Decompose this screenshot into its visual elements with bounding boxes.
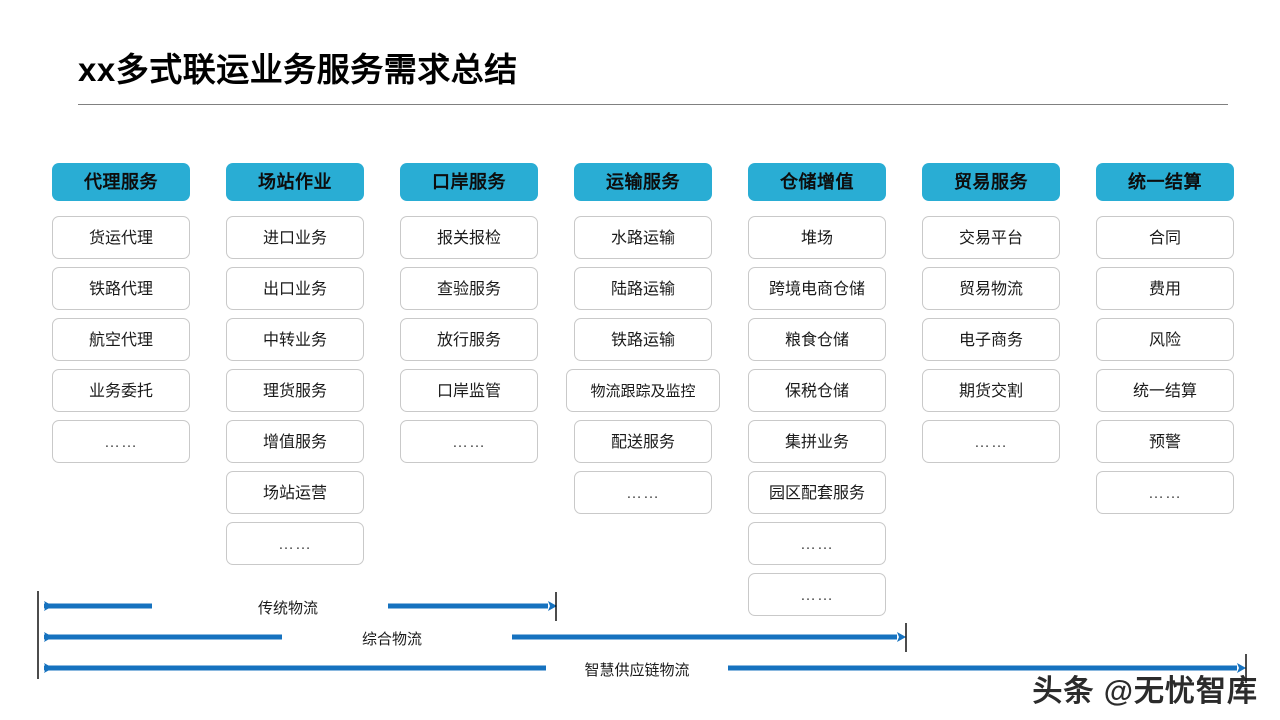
- column-item[interactable]: 航空代理: [52, 318, 190, 361]
- column-item[interactable]: 园区配套服务: [748, 471, 886, 514]
- service-column: 口岸服务报关报检查验服务放行服务口岸监管 ……: [400, 163, 538, 471]
- column-item[interactable]: 配送服务: [574, 420, 712, 463]
- column-header[interactable]: 代理服务: [52, 163, 190, 201]
- column-item-list: 货运代理铁路代理航空代理业务委托 ……: [52, 216, 190, 463]
- column-header[interactable]: 贸易服务: [922, 163, 1060, 201]
- column-item-more[interactable]: ……: [748, 573, 886, 616]
- column-item-list: 合同费用风险统一结算预警 ……: [1096, 216, 1234, 514]
- column-item[interactable]: 风险: [1096, 318, 1234, 361]
- column-item[interactable]: 预警: [1096, 420, 1234, 463]
- column-item[interactable]: 业务委托: [52, 369, 190, 412]
- column-item[interactable]: 查验服务: [400, 267, 538, 310]
- column-item-more[interactable]: ……: [574, 471, 712, 514]
- column-item-list: 进口业务出口业务中转业务理货服务增值服务场站运营 ……: [226, 216, 364, 565]
- column-item[interactable]: 口岸监管: [400, 369, 538, 412]
- column-header[interactable]: 场站作业: [226, 163, 364, 201]
- title-divider: [78, 104, 1228, 105]
- column-item-more[interactable]: ……: [922, 420, 1060, 463]
- column-item[interactable]: 中转业务: [226, 318, 364, 361]
- column-item[interactable]: 期货交割: [922, 369, 1060, 412]
- column-item-list: 交易平台贸易物流电子商务期货交割 ……: [922, 216, 1060, 463]
- column-item[interactable]: 跨境电商仓储: [748, 267, 886, 310]
- service-column: 统一结算合同费用风险统一结算预警……: [1096, 163, 1234, 522]
- column-item-more[interactable]: ……: [748, 522, 886, 565]
- column-item[interactable]: 放行服务: [400, 318, 538, 361]
- column-item[interactable]: 合同: [1096, 216, 1234, 259]
- column-item[interactable]: 保税仓储: [748, 369, 886, 412]
- column-item-list: 水路运输陆路运输铁路运输物流跟踪及监控配送服务 ……: [566, 216, 720, 514]
- column-item[interactable]: 场站运营: [226, 471, 364, 514]
- arrow-label-1: 传统物流: [257, 600, 318, 617]
- column-item-more[interactable]: ……: [52, 420, 190, 463]
- column-item[interactable]: 物流跟踪及监控: [566, 369, 720, 412]
- service-column: 仓储增值堆场跨境电商仓储粮食仓储保税仓储集拼业务园区配套服务 …… ……: [748, 163, 886, 624]
- column-header[interactable]: 仓储增值: [748, 163, 886, 201]
- column-item[interactable]: 堆场: [748, 216, 886, 259]
- column-header[interactable]: 统一结算: [1096, 163, 1234, 201]
- column-item[interactable]: 进口业务: [226, 216, 364, 259]
- column-item[interactable]: 货运代理: [52, 216, 190, 259]
- service-column: 代理服务货运代理铁路代理航空代理业务委托 ……: [52, 163, 190, 471]
- column-item-more[interactable]: ……: [400, 420, 538, 463]
- column-item[interactable]: 粮食仓储: [748, 318, 886, 361]
- arrow-label-2: 综合物流: [361, 631, 422, 648]
- column-item-list: 报关报检查验服务放行服务口岸监管 ……: [400, 216, 538, 463]
- column-item-more[interactable]: ……: [226, 522, 364, 565]
- column-item[interactable]: 增值服务: [226, 420, 364, 463]
- column-header[interactable]: 口岸服务: [400, 163, 538, 201]
- column-item[interactable]: 费用: [1096, 267, 1234, 310]
- column-item-more[interactable]: ……: [1096, 471, 1234, 514]
- column-item[interactable]: 统一结算: [1096, 369, 1234, 412]
- service-column: 运输服务水路运输陆路运输铁路运输物流跟踪及监控配送服务 ……: [566, 163, 720, 522]
- column-item[interactable]: 水路运输: [574, 216, 712, 259]
- column-item[interactable]: 铁路代理: [52, 267, 190, 310]
- arrow-label-3: 智慧供应链物流: [584, 662, 690, 679]
- column-item[interactable]: 交易平台: [922, 216, 1060, 259]
- column-item-list: 堆场跨境电商仓储粮食仓储保税仓储集拼业务园区配套服务 …… ……: [748, 216, 886, 616]
- column-item[interactable]: 陆路运输: [574, 267, 712, 310]
- column-item[interactable]: 贸易物流: [922, 267, 1060, 310]
- column-item[interactable]: 理货服务: [226, 369, 364, 412]
- watermark: 头条 @无忧智库: [1032, 675, 1258, 708]
- column-item[interactable]: 电子商务: [922, 318, 1060, 361]
- page-title: xx多式联运业务服务需求总结: [78, 51, 518, 88]
- column-item[interactable]: 报关报检: [400, 216, 538, 259]
- service-column: 场站作业进口业务出口业务中转业务理货服务增值服务场站运营 ……: [226, 163, 364, 573]
- column-item[interactable]: 铁路运输: [574, 318, 712, 361]
- column-item[interactable]: 集拼业务: [748, 420, 886, 463]
- column-header[interactable]: 运输服务: [574, 163, 712, 201]
- service-column: 贸易服务交易平台贸易物流电子商务期货交割 ……: [922, 163, 1060, 471]
- column-item[interactable]: 出口业务: [226, 267, 364, 310]
